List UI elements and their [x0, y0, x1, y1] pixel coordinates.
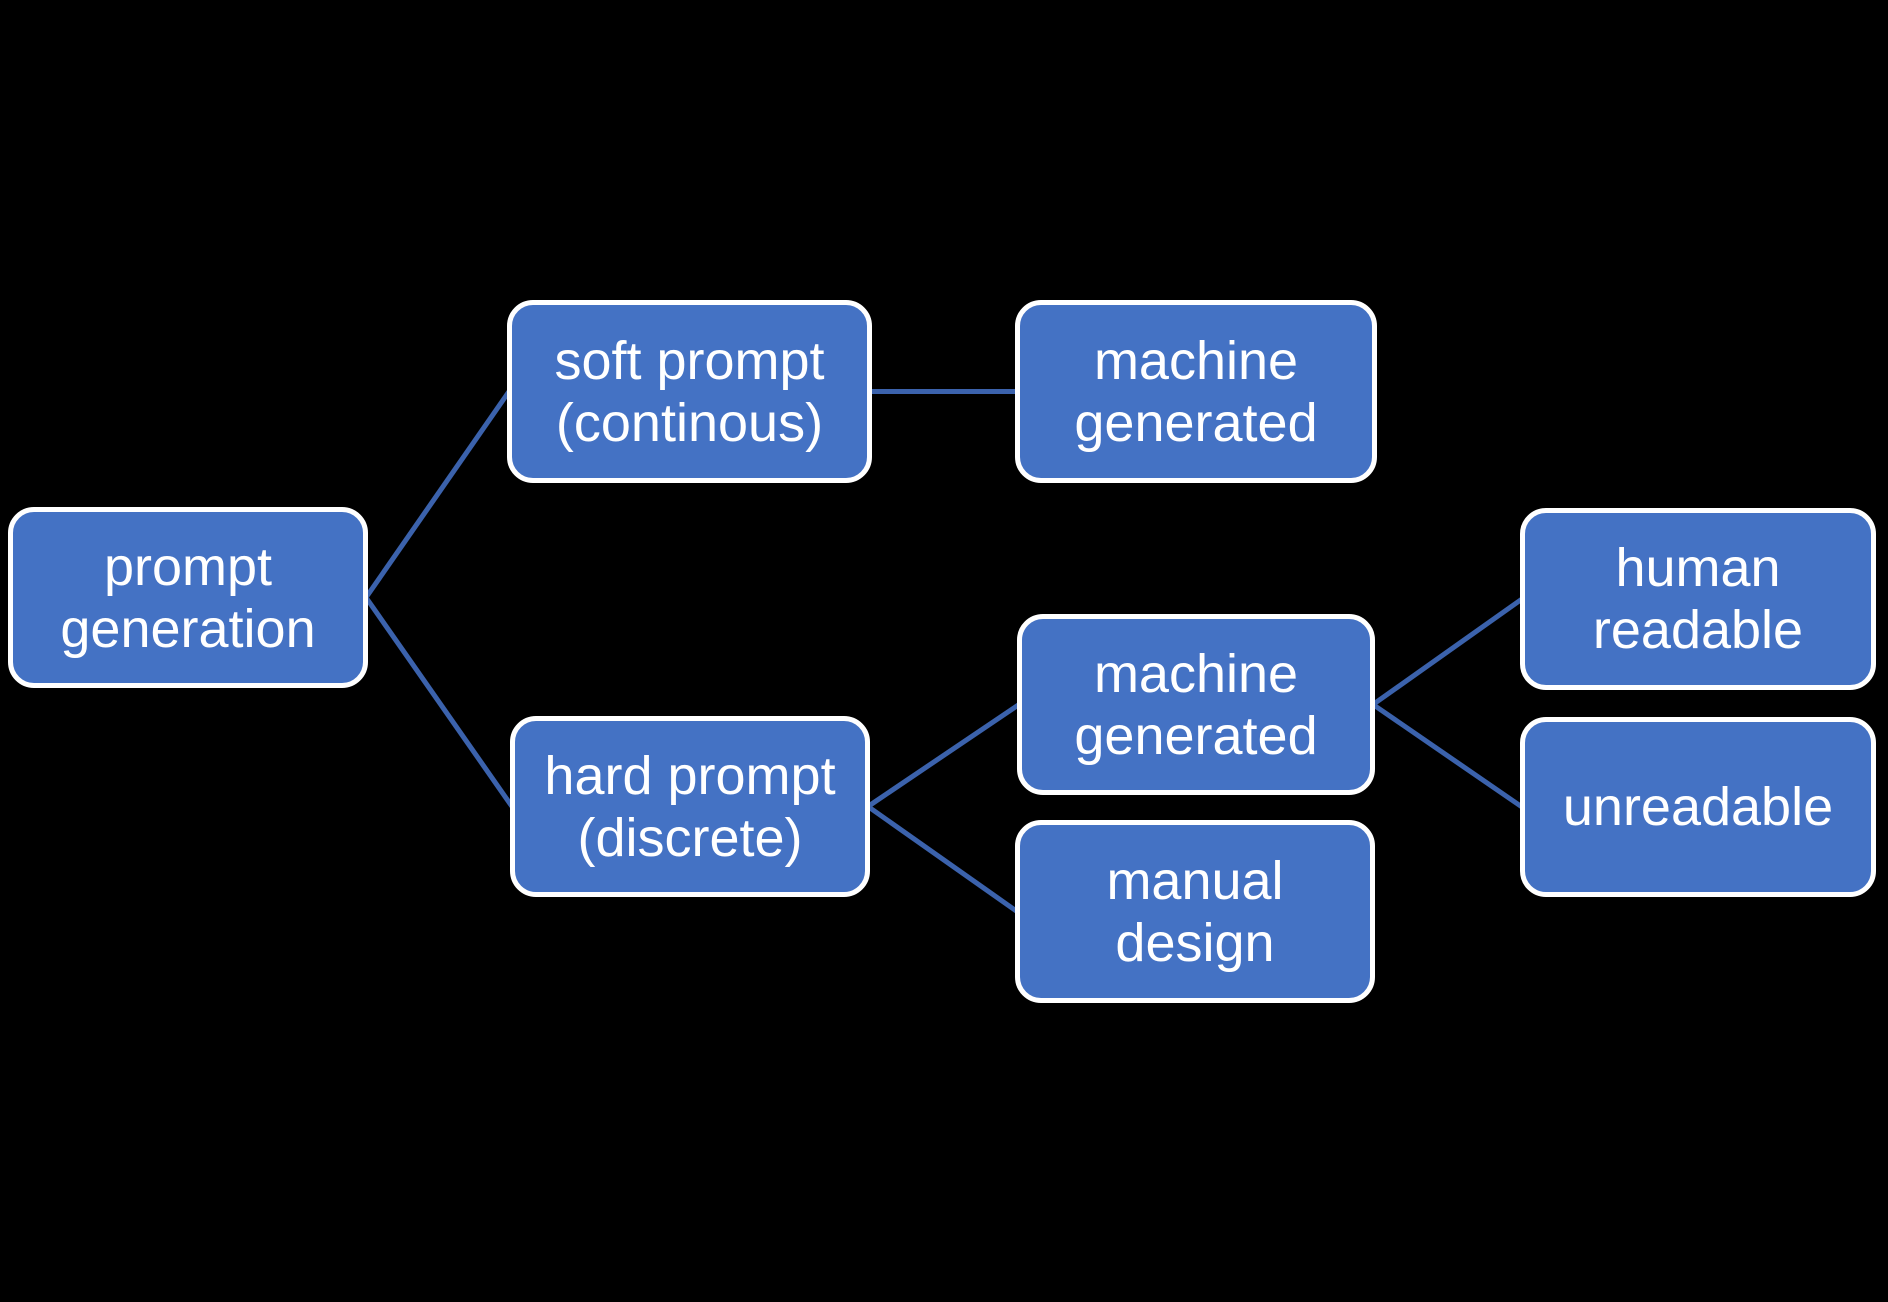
node-label: manual design — [1106, 850, 1284, 973]
node-machine-generated-soft: machine generated — [1015, 300, 1377, 483]
connector-line — [1371, 596, 1524, 707]
node-label: machine generated — [1074, 330, 1318, 453]
node-label: machine generated — [1074, 643, 1318, 766]
node-label: human readable — [1592, 538, 1804, 660]
node-label: soft prompt (continous) — [554, 330, 825, 453]
connector-line — [363, 596, 515, 808]
node-human-readable: human readable — [1520, 508, 1876, 690]
connector-line — [866, 702, 1021, 809]
node-machine-generated-hard: machine generated — [1017, 614, 1375, 795]
node-soft-prompt: soft prompt (continous) — [507, 300, 872, 483]
node-manual-design: manual design — [1015, 820, 1375, 1003]
connector-line — [363, 390, 512, 599]
node-label: prompt generation — [60, 536, 316, 659]
node-prompt-generation: prompt generation — [8, 507, 368, 688]
node-hard-prompt: hard prompt (discrete) — [510, 716, 870, 897]
connector-line — [1371, 702, 1524, 810]
node-label: hard prompt (discrete) — [544, 745, 836, 868]
node-unreadable: unreadable — [1520, 717, 1876, 897]
connector-line — [866, 804, 1019, 914]
node-label: unreadable — [1562, 777, 1834, 837]
